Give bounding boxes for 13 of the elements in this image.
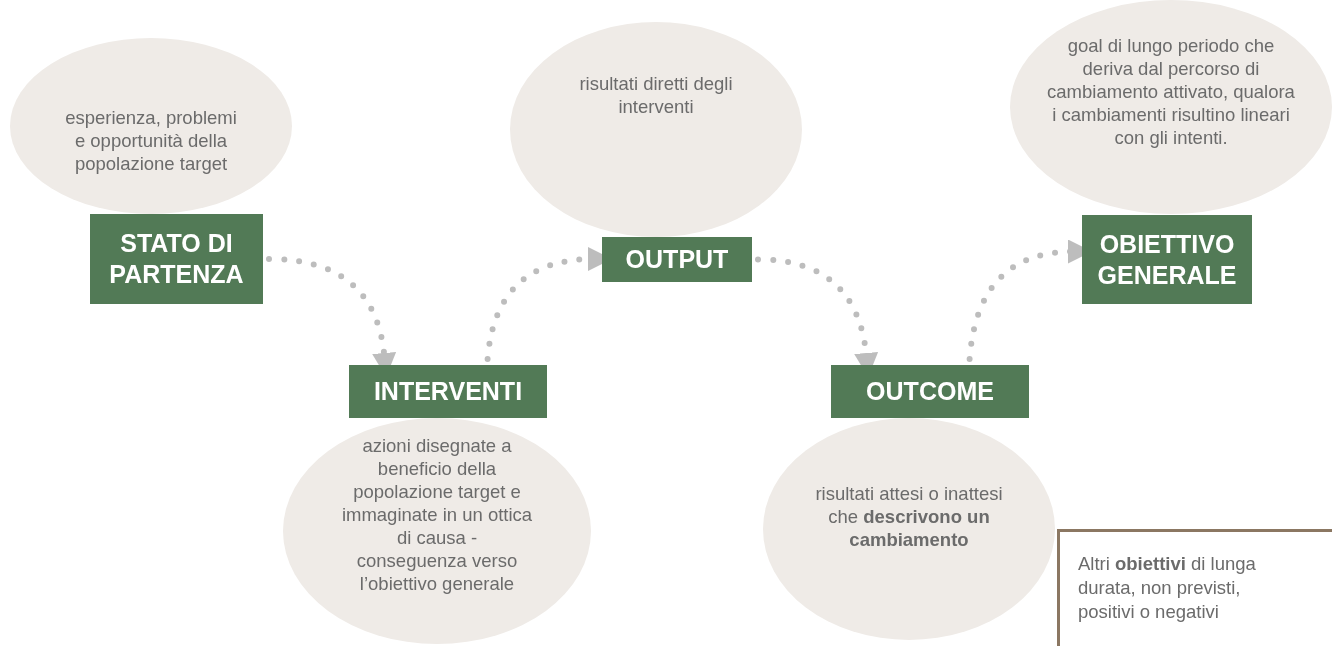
stage-label: STATO DI PARTENZA (90, 214, 263, 304)
note-box (1057, 529, 1332, 646)
stage-label: OUTPUT (602, 237, 752, 282)
description-text: esperienza, problemi e opportunità della popolazione target (64, 106, 238, 176)
stage-label: OUTCOME (831, 365, 1029, 418)
stage-label: INTERVENTI (349, 365, 547, 418)
description-ellipse (1010, 0, 1332, 214)
stage-label: OBIETTIVO GENERALE (1082, 215, 1252, 304)
description-text: risultati attesi o inattesi che descrivono un cambiamento (814, 482, 1004, 552)
description-text: goal di lungo periodo che deriva dal percorso di cambiamento attivato, qualora i cambiamenti risultino lineari con gli intenti. (1046, 34, 1296, 150)
description-text: Altri obiettivi di lunga durata, non previsti, positivi o negativi (1078, 552, 1257, 624)
description-text: risultati diretti degli interventi (578, 72, 734, 119)
description-text: azioni disegnate a beneficio della popolazione target e immaginate in un ottica di causa - conseguenza verso l’obiettivo generale (341, 434, 533, 596)
